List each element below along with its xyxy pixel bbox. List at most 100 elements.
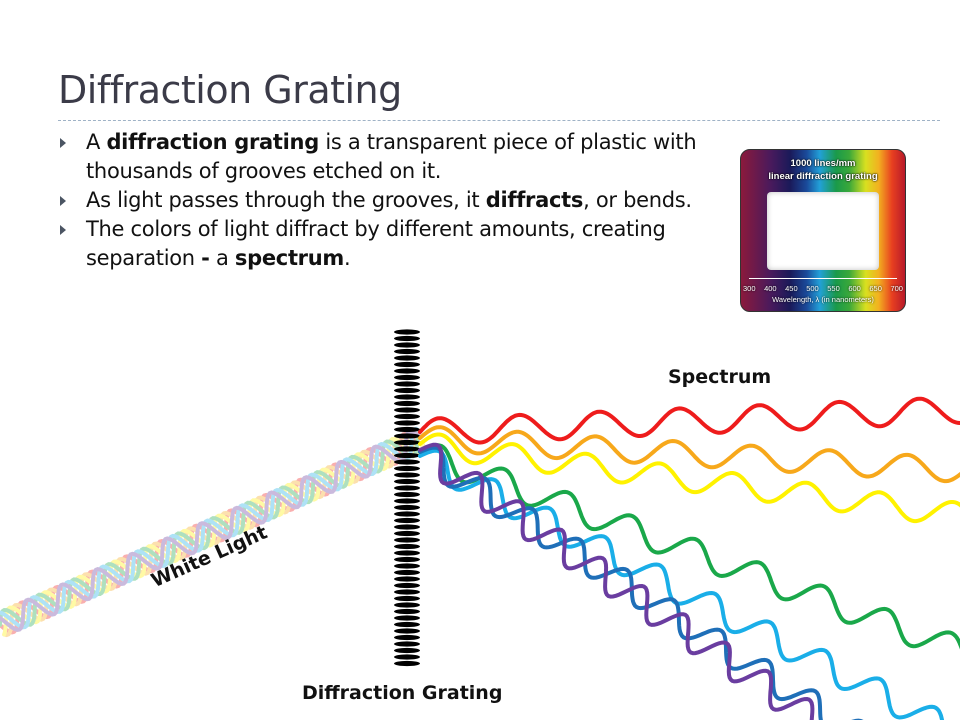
grating-groove — [394, 465, 420, 472]
grating-groove — [394, 504, 420, 511]
grating-groove — [394, 361, 420, 368]
grating-groove — [394, 381, 420, 387]
spectrum-wave — [418, 396, 960, 445]
grating-groove — [394, 543, 420, 550]
grating-coil — [394, 329, 420, 667]
title-divider — [58, 120, 940, 121]
spectrum-wave — [418, 425, 960, 484]
triangle-right-icon — [60, 196, 66, 206]
grating-groove — [394, 602, 420, 608]
spectrum-wave — [418, 442, 815, 720]
triangle-right-icon — [60, 138, 66, 148]
white-light-strand — [0, 429, 422, 632]
bold-text: diffraction grating — [106, 130, 319, 154]
text: A — [86, 130, 107, 154]
tick-label: 550 — [827, 284, 840, 293]
text: As light passes through the grooves, it — [86, 188, 486, 212]
grating-groove — [394, 348, 420, 355]
slide-title: Diffraction Grating — [58, 68, 402, 112]
white-light-beam — [0, 426, 428, 638]
grating-groove — [394, 550, 420, 556]
grating-groove — [394, 498, 420, 504]
grating-groove — [394, 660, 420, 667]
bold-text: - — [201, 246, 210, 270]
triangle-right-icon — [60, 225, 66, 235]
diffraction-grating-photo: 1000 lines/mm linear diffraction grating… — [740, 149, 906, 312]
grating-groove — [394, 641, 420, 647]
white-light-strand — [0, 430, 420, 627]
grating-groove — [394, 556, 420, 563]
grating-groove — [394, 582, 420, 589]
grating-groove — [394, 387, 420, 394]
grating-groove — [394, 530, 420, 537]
grating-groove — [394, 595, 420, 602]
grating-groove — [394, 374, 420, 381]
grating-groove — [394, 563, 420, 569]
grating-groove — [394, 407, 420, 413]
white-light-strand — [0, 431, 426, 635]
grating-groove — [394, 589, 420, 595]
grating-groove — [394, 485, 420, 491]
text: is a transparent piece of plastic with t… — [86, 130, 697, 183]
white-light-strand — [2, 436, 425, 637]
grating-groove — [394, 355, 420, 361]
tick-label: 700 — [890, 284, 903, 293]
bold-text: diffracts — [485, 188, 584, 212]
grating-groove — [394, 439, 420, 446]
grating-groove — [394, 615, 420, 621]
tick-label: 450 — [785, 284, 798, 293]
wavelength-ticks: 300 400 450 500 550 600 650 700 — [743, 284, 903, 293]
text: a — [209, 246, 235, 270]
bullet-item: As light passes through the grooves, it … — [58, 186, 698, 215]
grating-groove — [394, 472, 420, 478]
grating-groove — [394, 400, 420, 407]
spectrum-wave — [418, 445, 864, 720]
card-line-2: linear diffraction grating — [768, 171, 878, 182]
tick-label: 500 — [806, 284, 819, 293]
bullet-item: A diffraction grating is a transparent p… — [58, 128, 698, 186]
spectrum-wave — [418, 432, 960, 524]
grating-groove — [394, 394, 420, 400]
spectrum-label: Spectrum — [668, 366, 772, 388]
spectrum-wave — [418, 448, 945, 720]
grating-groove — [394, 569, 420, 576]
text: . — [343, 246, 351, 270]
grating-groove — [394, 576, 420, 582]
tick-label: 400 — [764, 284, 777, 293]
spectrum-wave — [418, 443, 960, 650]
grating-groove — [394, 478, 420, 485]
grating-groove — [394, 329, 420, 335]
grating-groove — [394, 628, 420, 634]
tick-label: 650 — [869, 284, 882, 293]
grating-groove — [394, 335, 420, 342]
diffraction-grating-label: Diffraction Grating — [302, 682, 503, 704]
tick-label: 600 — [848, 284, 861, 293]
grating-groove — [394, 511, 420, 517]
grating-groove — [394, 621, 420, 628]
text: , or bends. — [583, 188, 692, 212]
white-light-strand — [0, 426, 419, 630]
grating-groove — [394, 654, 420, 660]
grating-groove — [394, 517, 420, 524]
grating-groove — [394, 608, 420, 615]
grating-groove — [394, 342, 420, 348]
grating-window — [767, 192, 879, 270]
bullet-item: The colors of light diffract by differen… — [58, 215, 698, 273]
wavelength-scale — [749, 278, 897, 289]
bullet-list: A diffraction grating is a transparent p… — [58, 128, 698, 273]
grating-groove — [394, 368, 420, 374]
white-light-strand — [2, 434, 428, 638]
bold-text: spectrum — [234, 246, 344, 270]
tick-label: 300 — [743, 284, 756, 293]
grating-groove — [394, 537, 420, 543]
grating-groove — [394, 491, 420, 498]
grating-groove — [394, 420, 420, 426]
grating-groove — [394, 634, 420, 641]
grating-groove — [394, 459, 420, 465]
text: The colors of light diffract by differen… — [86, 217, 666, 270]
grating-groove — [394, 647, 420, 654]
spectrum-waves — [418, 396, 960, 720]
card-line-1: 1000 lines/mm — [790, 158, 856, 169]
grating-groove — [394, 452, 420, 459]
